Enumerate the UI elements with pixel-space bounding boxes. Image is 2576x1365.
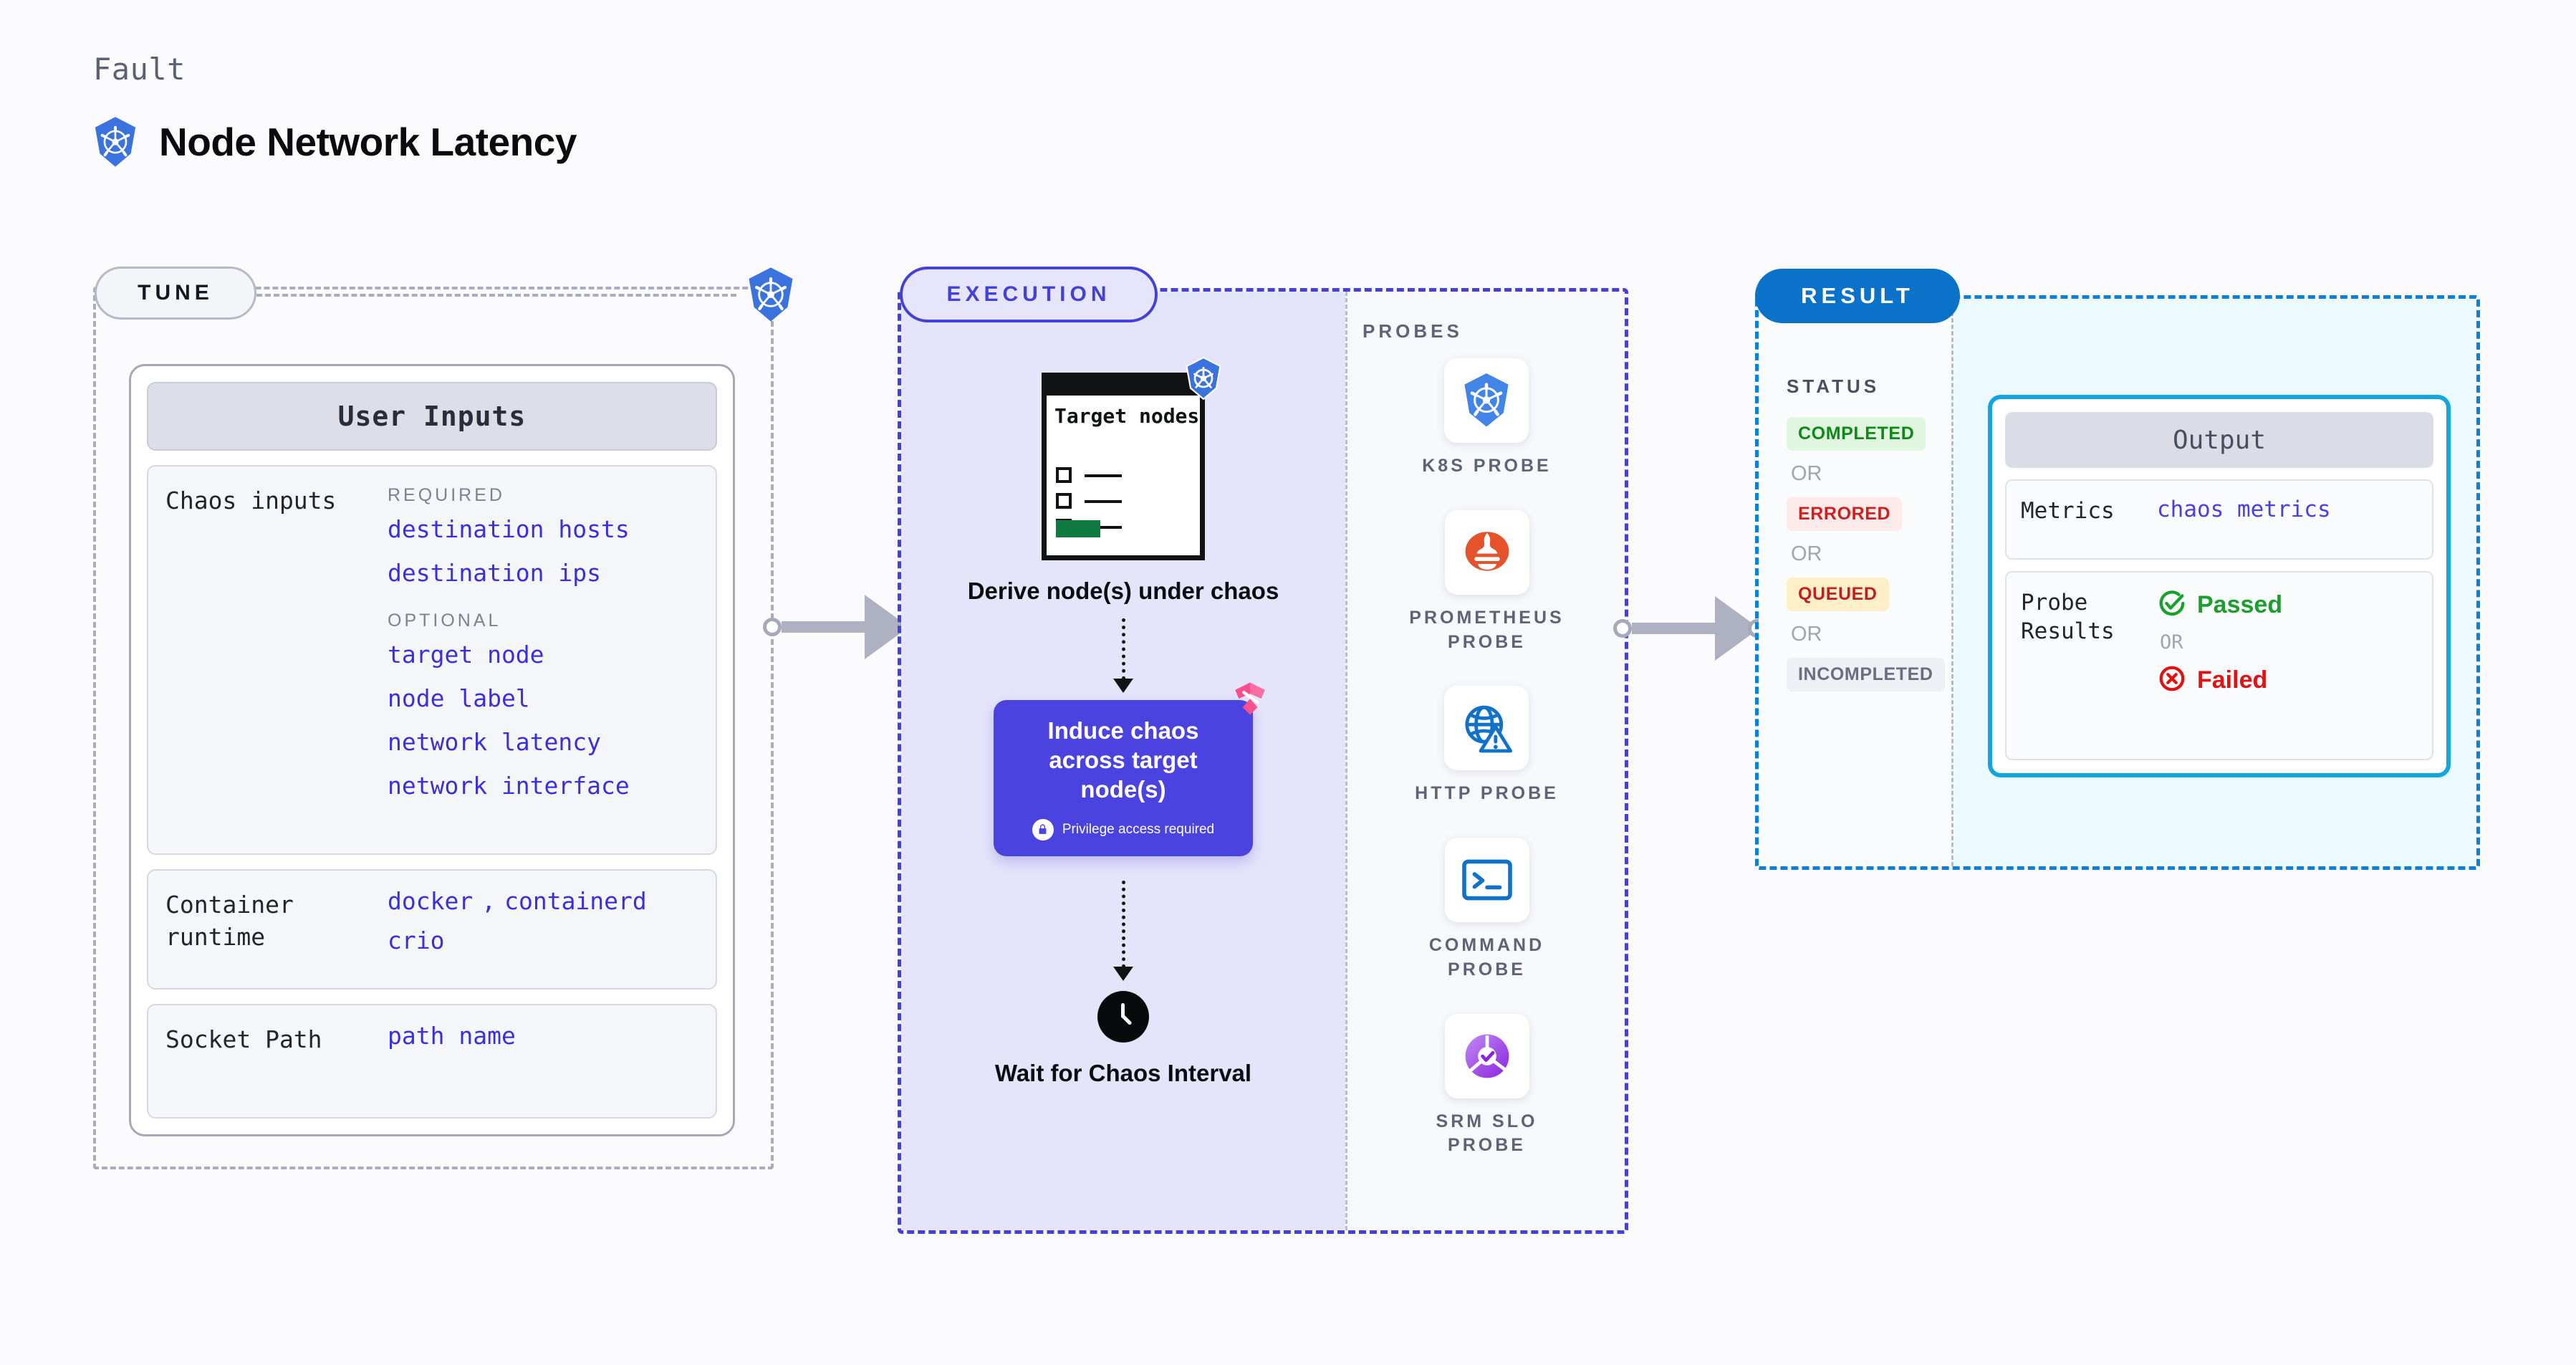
metrics-value[interactable]: chaos metrics	[2157, 497, 2331, 522]
input-destination-hosts[interactable]: destination hosts	[388, 515, 630, 543]
status-badge-errored: ERRORED	[1787, 497, 1903, 531]
socket-path-section: Socket Path path name	[147, 1004, 717, 1119]
probe-item-srm-slo[interactable]: SRM SLO PROBE	[1408, 1013, 1566, 1159]
socket-path-label: Socket Path	[165, 1025, 322, 1053]
input-target-node[interactable]: target node	[388, 641, 544, 669]
prometheus-icon	[1444, 509, 1529, 595]
passed-label: Passed	[2197, 590, 2283, 618]
terminal-icon	[1444, 838, 1529, 922]
tune-kubernetes-icon	[745, 267, 797, 325]
privilege-note: Privilege access required	[1032, 818, 1215, 840]
runtime-docker[interactable]: docker	[388, 887, 474, 915]
container-runtime-label: Container runtime	[165, 891, 294, 951]
step-wait-interval: Wait for Chaos Interval	[994, 990, 1252, 1089]
probe-label: COMMAND PROBE	[1428, 935, 1545, 980]
privilege-note-text: Privilege access required	[1062, 821, 1215, 837]
status-badge-completed: COMPLETED	[1787, 417, 1926, 451]
step-induce-chaos: Induce chaos across target node(s) Privi…	[994, 682, 1265, 856]
metrics-label: Metrics	[2021, 498, 2115, 524]
step-derive-nodes: Target nodes	[967, 356, 1279, 607]
flow-arrow-2	[1113, 880, 1133, 981]
output-title: Output	[2005, 412, 2433, 468]
probes-label: PROBES	[1363, 320, 1463, 342]
input-destination-ips[interactable]: destination ips	[388, 559, 602, 587]
connector-line	[782, 621, 866, 633]
or-separator: OR	[1791, 623, 1822, 646]
wait-interval-caption: Wait for Chaos Interval	[994, 1059, 1252, 1086]
tune-connector-line	[256, 294, 736, 297]
probe-item-prometheus[interactable]: PROMETHEUS PROBE	[1408, 509, 1566, 655]
metrics-section: Metrics chaos metrics	[2005, 479, 2433, 560]
output-card: Output Metrics chaos metrics Probe Resul…	[1988, 395, 2451, 777]
user-inputs-card: User Inputs Chaos inputs REQUIRED destin…	[129, 364, 735, 1136]
chaos-inputs-section: Chaos inputs REQUIRED destination hosts …	[147, 465, 717, 855]
runtime-separator: ,	[481, 887, 496, 915]
probe-result-passed: Passed	[2157, 588, 2418, 621]
chaos-inputs-label: Chaos inputs	[165, 487, 337, 514]
result-badge[interactable]: RESULT	[1755, 269, 1960, 323]
probe-item-http[interactable]: HTTP PROBE	[1415, 686, 1559, 806]
step-kubernetes-icon	[1183, 356, 1224, 403]
execution-steps: Target nodes	[901, 356, 1345, 1089]
page-title: Node Network Latency	[159, 120, 577, 164]
status-badge-queued: QUEUED	[1787, 578, 1889, 611]
lock-icon	[1032, 818, 1054, 840]
status-list: COMPLETED OR ERRORED OR QUEUED OR INCOMP…	[1787, 417, 1959, 691]
required-group-title: REQUIRED	[388, 485, 505, 505]
probe-label: HTTP PROBE	[1415, 783, 1559, 804]
tune-badge[interactable]: TUNE	[95, 267, 256, 320]
input-network-latency[interactable]: network latency	[388, 728, 602, 756]
or-separator: OR	[1791, 462, 1822, 485]
container-runtime-section: Container runtime docker , containerd cr…	[147, 869, 717, 990]
status-badge-incompleted: INCOMPLETED	[1787, 658, 1945, 691]
fault-kicker: Fault	[93, 52, 186, 87]
connector-line	[1632, 623, 1716, 634]
probe-results-section: Probe Results Passed OR	[2005, 571, 2433, 760]
input-network-interface[interactable]: network interface	[388, 772, 630, 800]
clock-icon	[1097, 990, 1149, 1043]
connector-dot-left	[1613, 619, 1632, 638]
result-panel	[1755, 295, 2480, 870]
runtime-containerd[interactable]: containerd	[504, 887, 647, 915]
srm-slo-donut-icon	[1444, 1013, 1529, 1098]
probe-item-k8s[interactable]: K8S PROBE	[1422, 358, 1551, 479]
harness-logo-icon	[1231, 680, 1269, 720]
probes-list: K8S PROBE PROMETHEUS PROBE	[1345, 358, 1628, 1158]
or-separator: OR	[1791, 542, 1822, 565]
kubernetes-icon	[1444, 358, 1529, 443]
probe-item-command[interactable]: COMMAND PROBE	[1408, 838, 1566, 982]
target-nodes-doc-icon: Target nodes	[1041, 356, 1221, 560]
probe-label: K8S PROBE	[1422, 456, 1552, 476]
target-nodes-doc-title: Target nodes	[1054, 404, 1200, 428]
tune-panel	[93, 287, 774, 1169]
user-inputs-title: User Inputs	[147, 382, 717, 451]
connector-tune-to-execution	[763, 595, 916, 659]
execution-panel	[898, 288, 1628, 1234]
induce-chaos-title: Induce chaos across target node(s)	[1047, 717, 1199, 803]
probe-result-or: OR	[2160, 631, 2183, 653]
input-node-label[interactable]: node label	[388, 684, 530, 712]
status-heading: STATUS	[1787, 375, 1880, 397]
x-circle-icon	[2157, 664, 2187, 696]
probe-results-label: Probe Results	[2021, 590, 2115, 645]
kubernetes-icon	[92, 116, 139, 168]
failed-label: Failed	[2197, 666, 2268, 694]
optional-group-title: OPTIONAL	[388, 610, 501, 631]
runtime-crio[interactable]: crio	[388, 926, 445, 954]
http-globe-warning-icon	[1444, 686, 1529, 771]
derive-nodes-caption: Derive node(s) under chaos	[967, 578, 1279, 604]
probe-label: PROMETHEUS PROBE	[1409, 607, 1565, 652]
check-circle-icon	[2157, 588, 2187, 621]
connector-execution-to-result	[1613, 596, 1767, 661]
probe-result-failed: Failed	[2157, 664, 2418, 696]
probe-label: SRM SLO PROBE	[1436, 1111, 1538, 1156]
connector-dot-left	[763, 618, 782, 636]
socket-path-value[interactable]: path name	[388, 1022, 516, 1050]
execution-badge[interactable]: EXECUTION	[900, 267, 1158, 322]
flow-arrow-1	[1113, 618, 1133, 693]
page-title-row: Node Network Latency	[92, 116, 577, 168]
